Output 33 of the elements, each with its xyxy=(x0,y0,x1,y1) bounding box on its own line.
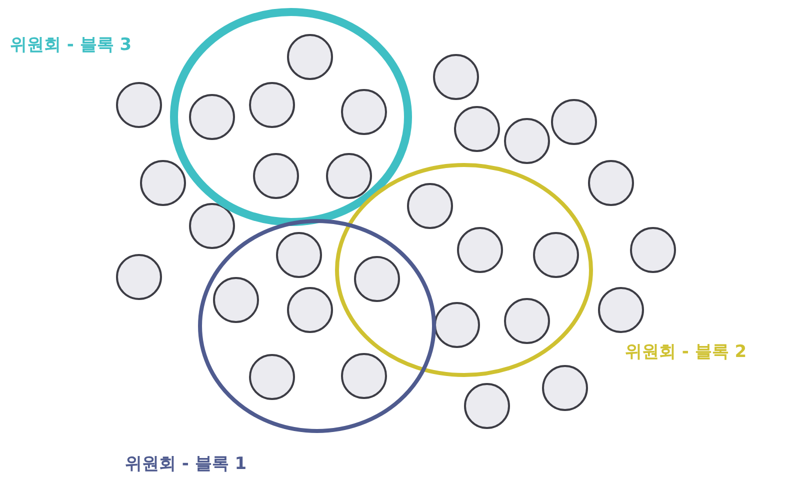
member-circle xyxy=(588,160,634,206)
member-circle xyxy=(354,256,400,302)
member-circle xyxy=(341,353,387,399)
group-label: 위원회 - 블록 3 xyxy=(10,34,132,56)
member-circle xyxy=(326,153,372,199)
member-circle xyxy=(407,183,453,229)
member-circle xyxy=(249,82,295,128)
member-circle xyxy=(433,54,479,100)
member-circle xyxy=(253,153,299,199)
member-circle xyxy=(504,118,550,164)
member-circle xyxy=(341,89,387,135)
member-circle xyxy=(140,160,186,206)
group-label: 위원회 - 블록 2 xyxy=(625,341,747,363)
member-circle xyxy=(116,82,162,128)
member-circle xyxy=(464,383,510,429)
member-circle xyxy=(504,298,550,344)
member-circle xyxy=(551,99,597,145)
member-circle xyxy=(533,232,579,278)
member-circle xyxy=(630,227,676,273)
member-circle xyxy=(598,287,644,333)
group-label: 위원회 - 블록 1 xyxy=(125,453,247,475)
member-circle xyxy=(116,254,162,300)
member-circle xyxy=(189,203,235,249)
member-circle xyxy=(287,287,333,333)
member-circle xyxy=(454,106,500,152)
member-circle xyxy=(276,232,322,278)
member-circle xyxy=(287,34,333,80)
member-circle xyxy=(249,354,295,400)
member-circle xyxy=(213,277,259,323)
member-circle xyxy=(434,302,480,348)
member-circle xyxy=(189,94,235,140)
member-circle xyxy=(457,227,503,273)
member-circle xyxy=(542,365,588,411)
